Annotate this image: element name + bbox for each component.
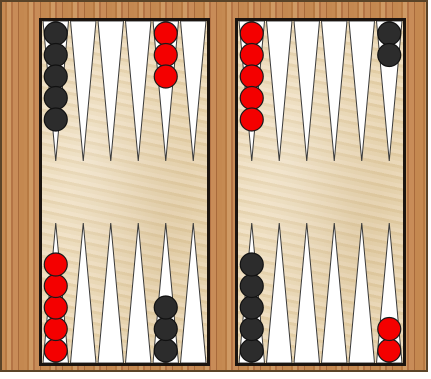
left-top-point-2[interactable] (71, 21, 97, 161)
black-checker[interactable] (378, 22, 401, 45)
right-top-point-5[interactable] (349, 21, 375, 161)
left-bottom-point-4[interactable] (126, 223, 152, 363)
red-checker[interactable] (154, 44, 177, 67)
black-checker[interactable] (154, 339, 177, 362)
left-bottom-point-3[interactable] (98, 223, 124, 363)
red-checker[interactable] (240, 108, 263, 131)
right-top-point-3[interactable] (294, 21, 320, 161)
black-checker[interactable] (240, 275, 263, 298)
black-checker[interactable] (240, 296, 263, 319)
right-bottom-point-2[interactable] (267, 223, 293, 363)
left-half-points (42, 21, 207, 363)
red-checker[interactable] (378, 318, 401, 341)
right-top-point-2[interactable] (267, 21, 293, 161)
red-checker[interactable] (44, 339, 67, 362)
left-top-point-3[interactable] (98, 21, 124, 161)
red-checker[interactable] (154, 22, 177, 45)
red-checker[interactable] (44, 275, 67, 298)
left-top-point-6[interactable] (181, 21, 207, 161)
black-checker[interactable] (44, 65, 67, 88)
black-checker[interactable] (44, 108, 67, 131)
right-bottom-point-5[interactable] (349, 223, 375, 363)
left-top-point-4[interactable] (126, 21, 152, 161)
black-checker[interactable] (154, 318, 177, 341)
right-bottom-point-4[interactable] (322, 223, 348, 363)
red-checker[interactable] (240, 44, 263, 67)
red-checker[interactable] (378, 339, 401, 362)
right-top-point-4[interactable] (322, 21, 348, 161)
black-checker[interactable] (240, 339, 263, 362)
red-checker[interactable] (240, 22, 263, 45)
black-checker[interactable] (44, 22, 67, 45)
black-checker[interactable] (44, 44, 67, 67)
left-board-half (39, 18, 210, 366)
black-checker[interactable] (240, 318, 263, 341)
red-checker[interactable] (240, 65, 263, 88)
red-checker[interactable] (44, 253, 67, 276)
black-checker[interactable] (44, 87, 67, 110)
red-checker[interactable] (44, 296, 67, 319)
right-board-half (235, 18, 406, 366)
black-checker[interactable] (154, 296, 177, 319)
backgammon-board (0, 0, 428, 372)
red-checker[interactable] (240, 87, 263, 110)
left-bottom-point-2[interactable] (71, 223, 97, 363)
red-checker[interactable] (154, 65, 177, 88)
black-checker[interactable] (240, 253, 263, 276)
left-bottom-point-6[interactable] (181, 223, 207, 363)
right-bottom-point-3[interactable] (294, 223, 320, 363)
black-checker[interactable] (378, 44, 401, 67)
red-checker[interactable] (44, 318, 67, 341)
right-half-points (238, 21, 403, 363)
